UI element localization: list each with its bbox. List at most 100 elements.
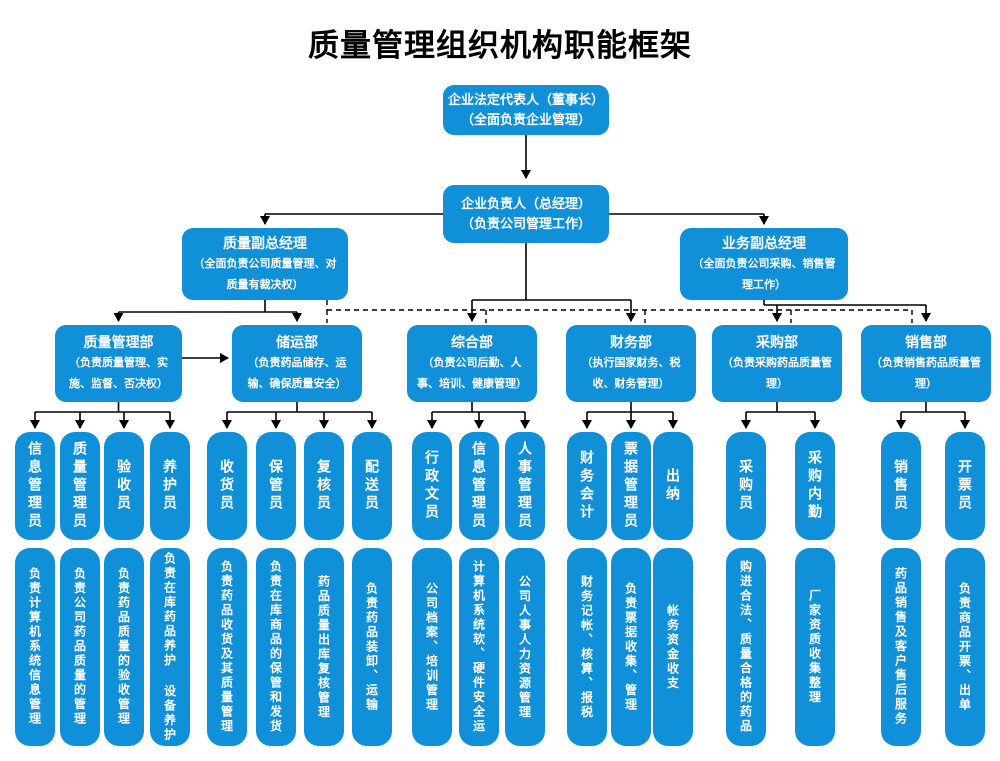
page-title: 质量管理组织机构职能框架: [308, 28, 692, 63]
duty-pill: 药品销售及客户售后服务: [881, 548, 921, 746]
duty-pill: 财务记帐、核算、报税: [567, 548, 607, 746]
role-pill: 收货员: [207, 432, 247, 540]
duty-label: 负责公司药品质量的管理: [72, 567, 87, 727]
dept-desc: （负责公司后勤、人事、培训、健康管理）: [417, 357, 527, 390]
role-pill: 销售员: [881, 432, 921, 540]
role-pill: 质量管理员: [60, 432, 100, 540]
node-deputy-quality-title: 质量副总经理: [223, 234, 307, 251]
duty-pill: 负责商品开票、出单: [945, 548, 985, 746]
role-label: 复核员: [316, 459, 332, 513]
dept-desc: （执行国家财务、税收、财务管理）: [581, 357, 681, 390]
dept-desc: （负责销售药品质量管理）: [871, 357, 981, 390]
node-dept-quality-mgmt: 质量管理部 （负责质量管理、实施、监督、否决权）: [55, 325, 182, 402]
duty-pill: 负责药品收货及其质量管理: [207, 548, 247, 746]
dept-title: 储运部: [276, 334, 318, 351]
duty-pill: 负责公司药品质量的管理: [60, 548, 100, 746]
duty-label: 购进合法、质量合格的药品: [738, 560, 753, 734]
duty-label: 负责计算机系统信息管理: [27, 567, 42, 727]
duty-pill: 负责药品装卸、运输: [352, 548, 392, 746]
duty-label: 公司人事人力资源管理: [517, 574, 532, 720]
duty-label: 负责在库商品的保管和发货: [268, 560, 283, 734]
role-label: 信息管理员: [471, 441, 487, 531]
role-pill: 养护员: [150, 432, 190, 540]
duty-pill: 公司档案、培训管理: [412, 548, 452, 746]
duty-pill: 负责在库药品养护 设备养护: [150, 548, 190, 746]
duty-pill: 购进合法、质量合格的药品: [726, 548, 766, 746]
duty-pill: 负责在库商品的保管和发货: [256, 548, 296, 746]
dept-title: 综合部: [451, 334, 493, 351]
duty-label: 负责药品收货及其质量管理: [219, 560, 234, 734]
node-deputy-business-desc: （全面负责公司采购、销售管理工作）: [692, 257, 836, 291]
node-deputy-business: 业务副总经理 （全面负责公司采购、销售管理工作）: [680, 228, 848, 300]
role-label: 配送员: [364, 459, 380, 513]
node-deputy-quality-desc: （全面负责公司质量管理、对质量有裁决权）: [193, 257, 337, 291]
role-pill: 信息管理员: [459, 432, 499, 540]
dept-title: 采购部: [756, 334, 798, 351]
role-pill: 开票员: [945, 432, 985, 540]
role-label: 质量管理员: [72, 441, 88, 531]
node-legal-representative-line1: 企业法定代表人（董事长）: [447, 91, 604, 107]
role-pill: 复核员: [304, 432, 344, 540]
duty-pill: 计算机系统软、硬件安全运: [459, 548, 499, 746]
node-general-manager: 企业负责人（总经理） （负责公司管理工作）: [443, 185, 609, 243]
node-deputy-quality: 质量副总经理 （全面负责公司质量管理、对质量有裁决权）: [182, 228, 348, 300]
duty-label: 计算机系统软、硬件安全运: [471, 560, 486, 734]
role-label: 出纳: [665, 468, 681, 504]
dept-title: 质量管理部: [83, 334, 154, 351]
role-label: 信息管理员: [27, 441, 43, 531]
duty-pill: 厂家资质收集整理: [795, 548, 835, 746]
node-dept-storage-transport: 储运部 （负责药品储存、运输、确保质量安全）: [232, 325, 362, 402]
dept-desc: （负责采购药品质量管理）: [722, 357, 832, 390]
role-label: 验收员: [116, 459, 132, 513]
duty-label: 药品质量出库复核管理: [316, 574, 331, 720]
role-label: 收货员: [219, 459, 235, 513]
node-deputy-business-title: 业务副总经理: [722, 234, 806, 251]
dept-desc: （负责质量管理、实施、监督、否决权）: [69, 357, 168, 390]
node-dept-finance: 财务部 （执行国家财务、税收、财务管理）: [566, 325, 696, 402]
node-dept-general-affairs: 综合部 （负责公司后勤、人事、培训、健康管理）: [407, 325, 537, 402]
duty-label: 公司档案、培训管理: [424, 581, 439, 713]
dept-title: 财务部: [610, 334, 652, 351]
node-legal-representative: 企业法定代表人（董事长） （全面负责企业管理）: [443, 85, 609, 135]
node-legal-representative-line2: （全面负责企业管理）: [460, 112, 591, 127]
node-general-manager-line2: （负责公司管理工作）: [460, 216, 591, 231]
role-label: 保管员: [268, 459, 284, 513]
role-pill: 票据管理员: [611, 432, 651, 540]
duty-pill: 负责票据收集、管理: [611, 548, 651, 746]
role-label: 销售员: [893, 459, 909, 513]
duty-pill: 药品质量出库复核管理: [304, 548, 344, 746]
duty-label: 厂家资质收集整理: [807, 589, 822, 705]
duty-label: 负责票据收集、管理: [623, 581, 638, 713]
role-pill: 验收员: [104, 432, 144, 540]
role-label: 人事管理员: [517, 441, 533, 531]
node-dept-sales: 销售部 （负责销售药品质量管理）: [861, 325, 991, 402]
role-label: 行政文员: [424, 450, 440, 522]
node-dept-purchasing: 采购部 （负责采购药品质量管理）: [712, 325, 842, 402]
role-label: 养护员: [162, 459, 178, 513]
role-pill: 采购员: [726, 432, 766, 540]
dept-title: 销售部: [905, 334, 947, 351]
role-label: 采购内勤: [807, 450, 823, 522]
role-label: 采购员: [738, 459, 754, 513]
dept-desc: （负责药品储存、运输、确保质量安全）: [247, 357, 347, 390]
role-label: 开票员: [957, 459, 973, 513]
duty-pill: 帐务资金收支: [653, 548, 693, 746]
node-general-manager-line1: 企业负责人（总经理）: [460, 195, 591, 211]
role-label: 财务会计: [579, 450, 595, 522]
role-pill: 保管员: [256, 432, 296, 540]
role-pill: 采购内勤: [795, 432, 835, 540]
duty-label: 负责商品开票、出单: [957, 581, 972, 713]
duty-pill: 公司人事人力资源管理: [505, 548, 545, 746]
duty-pill: 负责计算机系统信息管理: [15, 548, 55, 746]
role-pill: 人事管理员: [505, 432, 545, 540]
role-pill: 行政文员: [412, 432, 452, 540]
role-pill: 财务会计: [567, 432, 607, 540]
duty-label: 负责药品质量的验收管理: [116, 567, 131, 727]
duty-label: 财务记帐、核算、报税: [579, 574, 594, 720]
role-pill: 信息管理员: [15, 432, 55, 540]
role-pill: 配送员: [352, 432, 392, 540]
duty-pill: 负责药品质量的验收管理: [104, 548, 144, 746]
duty-label: 负责药品装卸、运输: [364, 581, 379, 713]
